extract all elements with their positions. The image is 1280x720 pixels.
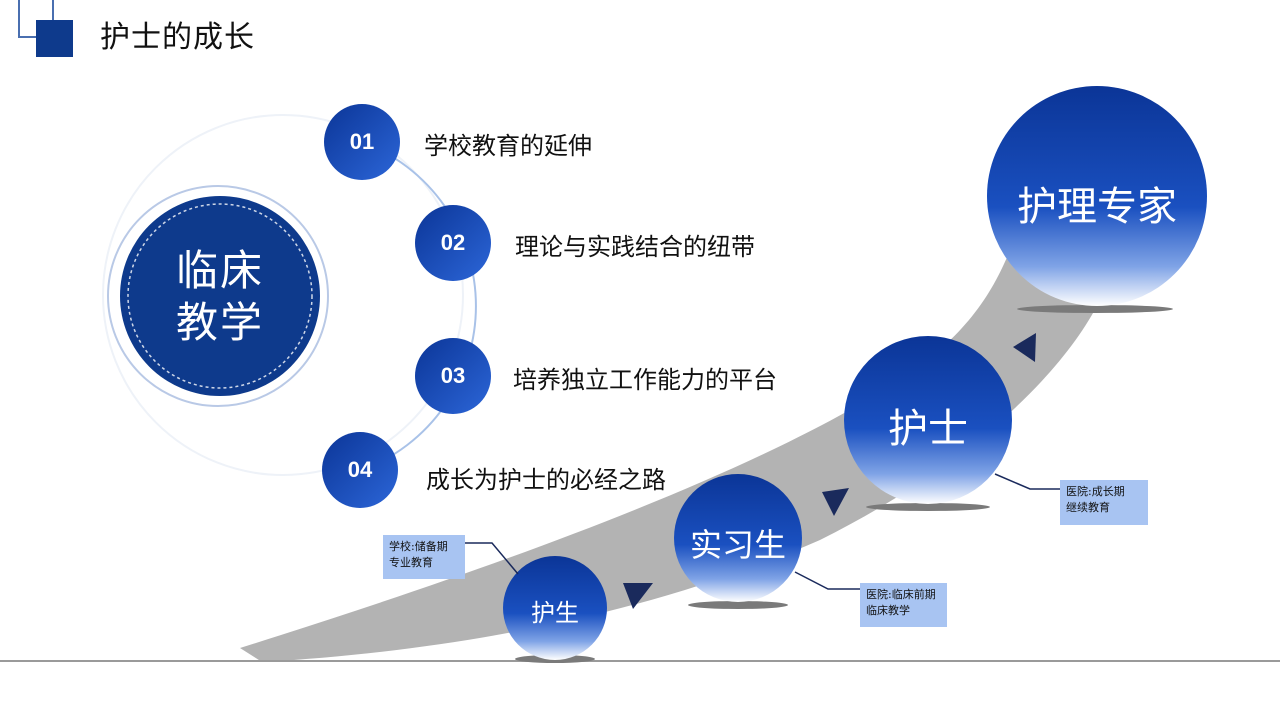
ball-expert (987, 86, 1207, 306)
arrow-icon-1 (623, 583, 653, 609)
leader-nurse (994, 473, 1060, 490)
ball-nurse (844, 336, 1012, 504)
stage-label-intern: 实习生 (689, 526, 786, 564)
note-line: 临床教学 (866, 604, 910, 617)
stage-label-expert: 护理专家 (1017, 184, 1177, 230)
hub-label-line1: 临床 (175, 246, 264, 295)
item-number: 04 (347, 457, 373, 482)
bubble-02 (415, 205, 491, 281)
ball-student (503, 556, 607, 660)
stage-label-student: 护生 (531, 599, 579, 627)
note-line: 学校:储备期 (389, 540, 448, 553)
page-title: 护士的成长 (100, 20, 255, 55)
stage-label-nurse: 护士 (888, 406, 968, 452)
header-deco-square (36, 20, 73, 57)
connector-arc (361, 141, 477, 471)
shadow-expert (1017, 305, 1173, 313)
bubble-04 (322, 432, 398, 508)
hub-label-line2: 教学 (175, 298, 264, 347)
note-intern: 医院:临床前期 临床教学 (860, 583, 947, 627)
bubble-03 (415, 338, 491, 414)
item-label: 学校教育的延伸 (424, 132, 592, 160)
hub-dashed-ring (127, 203, 313, 389)
item-label: 培养独立工作能力的平台 (513, 366, 777, 394)
item-number: 01 (349, 129, 375, 154)
shadow-nurse (866, 503, 990, 511)
arrow-icon-3 (1013, 333, 1036, 362)
hub-ring (107, 185, 329, 407)
hub-circle (120, 196, 320, 396)
item-label: 成长为护士的必经之路 (426, 466, 666, 494)
shadow-intern (688, 601, 788, 609)
note-line: 医院:成长期 (1066, 485, 1125, 498)
note-nurse: 医院:成长期 继续教育 (1060, 480, 1148, 525)
note-line: 医院:临床前期 (866, 588, 936, 601)
item-number: 02 (440, 230, 466, 255)
leader-student (465, 542, 519, 575)
note-student: 学校:储备期 专业教育 (383, 535, 465, 579)
leader-intern (794, 571, 860, 590)
bubble-01 (324, 104, 400, 180)
outer-halo (102, 114, 464, 476)
item-label: 理论与实践结合的纽带 (515, 233, 755, 261)
ball-intern (674, 474, 802, 602)
note-line: 继续教育 (1066, 501, 1110, 514)
arrow-icon-2 (822, 488, 849, 516)
note-line: 专业教育 (389, 556, 433, 569)
item-number: 03 (440, 363, 466, 388)
